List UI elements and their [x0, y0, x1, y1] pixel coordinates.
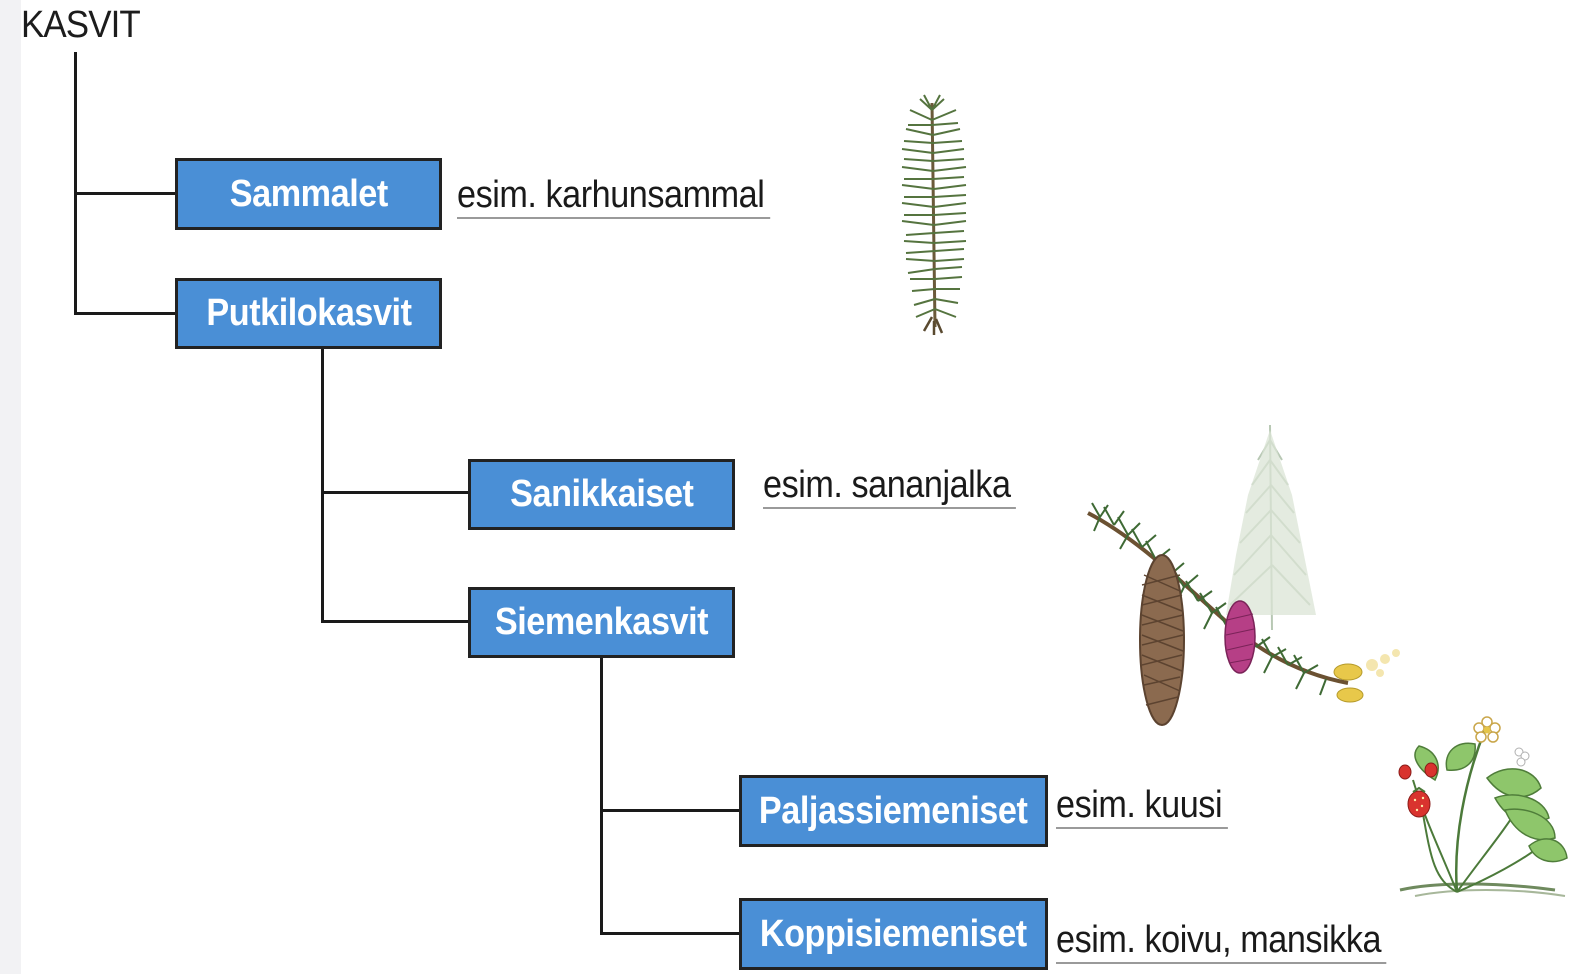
branch-paljassiemeniset	[600, 809, 741, 812]
example-sanikkaiset: esim. sananjalka	[763, 464, 1016, 513]
example-koppisiemeniset: esim. koivu, mansikka	[1056, 919, 1387, 968]
branch-koppisiemeniset	[600, 932, 741, 935]
node-label: Putkilokasvit	[205, 292, 412, 334]
wild-strawberry-illustration	[1398, 716, 1568, 897]
left-margin-strip	[0, 0, 21, 974]
node-label: Sanikkaiset	[509, 473, 694, 515]
trunk-siemenkasvit	[600, 656, 603, 935]
node-koppisiemeniset: Koppisiemeniset	[739, 898, 1048, 970]
node-paljassiemeniset: Paljassiemeniset	[739, 775, 1048, 847]
trunk-root	[74, 52, 77, 315]
branch-siemenkasvit	[321, 620, 470, 623]
branch-putkilokasvit	[74, 312, 178, 315]
moss-illustration	[901, 94, 967, 335]
node-putkilokasvit: Putkilokasvit	[175, 278, 442, 349]
example-text: esim. kuusi	[1056, 784, 1228, 829]
node-label: Paljassiemeniset	[759, 789, 1028, 832]
example-text: esim. sananjalka	[763, 464, 1016, 509]
node-sammalet: Sammalet	[175, 158, 442, 230]
branch-sammalet	[74, 192, 178, 195]
example-sammalet: esim. karhunsammal	[457, 174, 770, 223]
node-sanikkaiset: Sanikkaiset	[468, 459, 735, 530]
root-label: KASVIT	[21, 4, 141, 46]
node-label: Siemenkasvit	[494, 601, 709, 643]
node-label: Koppisiemeniset	[760, 912, 1027, 955]
spruce-branch-illustration	[1087, 424, 1400, 726]
example-text: esim. karhunsammal	[457, 174, 770, 219]
example-paljassiemeniset: esim. kuusi	[1056, 784, 1228, 833]
trunk-putkilokasvit	[321, 347, 324, 623]
node-siemenkasvit: Siemenkasvit	[468, 587, 735, 658]
branch-sanikkaiset	[321, 491, 470, 494]
example-text: esim. koivu, mansikka	[1056, 919, 1387, 964]
node-label: Sammalet	[229, 172, 388, 215]
